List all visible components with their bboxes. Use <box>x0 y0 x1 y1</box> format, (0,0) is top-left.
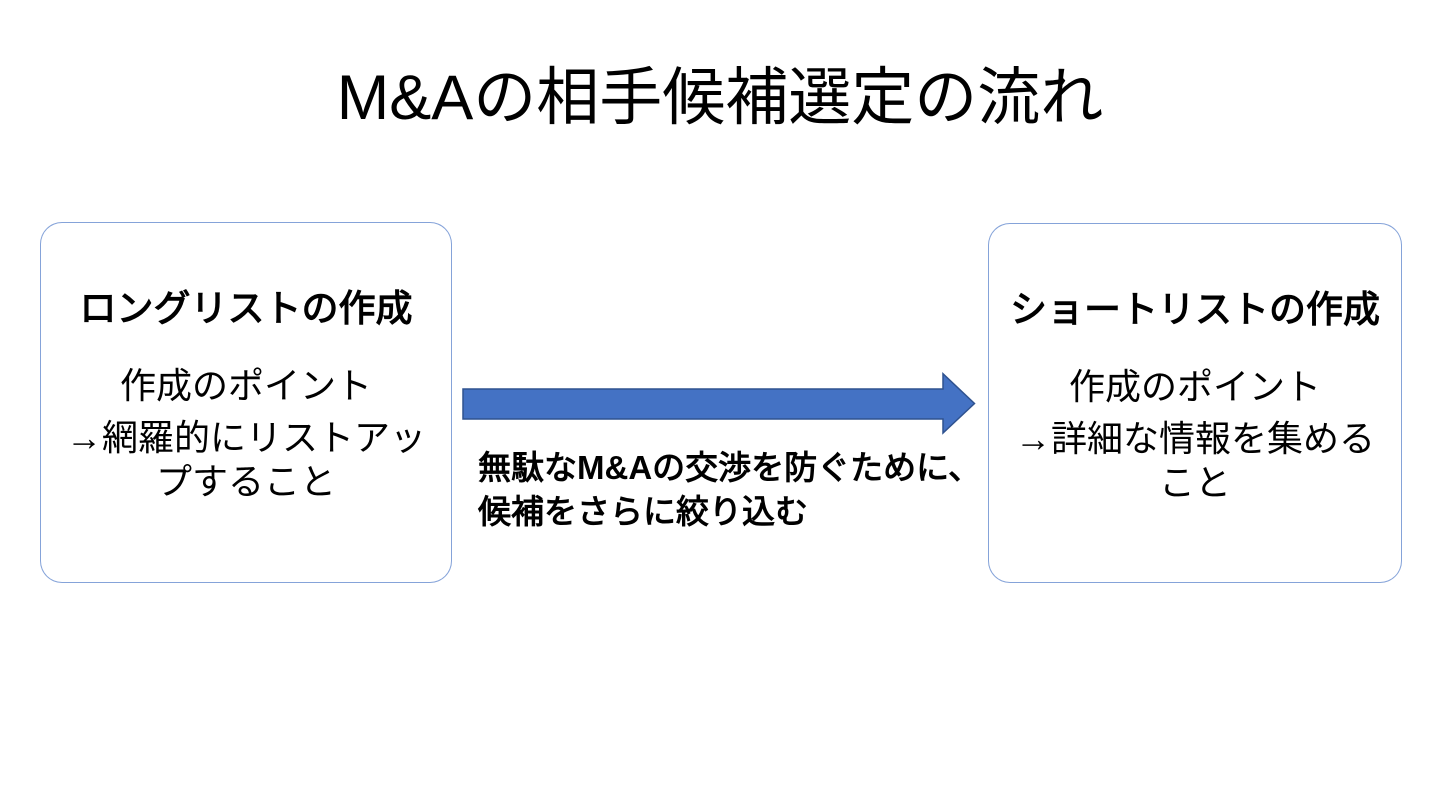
long-list-body: 作成のポイント →網羅的にリストアッ プすること <box>41 364 451 504</box>
long-list-detail-line-1: →網羅的にリストアッ <box>65 417 426 458</box>
arrow-caption-line-1: 無駄なM&Aの交渉を防ぐために、 <box>478 449 982 486</box>
long-list-point-label: 作成のポイント <box>119 365 372 406</box>
arrow-caption: 無駄なM&Aの交渉を防ぐために、 候補をさらに絞り込む <box>478 446 981 534</box>
process-box-long-list: ロングリストの作成 作成のポイント →網羅的にリストアッ プすること <box>40 222 452 583</box>
short-list-point-label: 作成のポイント <box>1068 366 1321 407</box>
long-list-heading: ロングリストの作成 <box>79 288 413 329</box>
short-list-body: 作成のポイント →詳細な情報を集める こと <box>989 365 1401 505</box>
slide-title: M&Aの相手候補選定の流れ <box>336 63 1104 133</box>
process-box-short-list: ショートリストの作成 作成のポイント →詳細な情報を集める こと <box>988 223 1402 583</box>
long-list-detail-line-2: プすること <box>155 461 336 502</box>
right-arrow-shape <box>462 372 976 435</box>
short-list-heading: ショートリストの作成 <box>1010 289 1380 330</box>
short-list-detail-line-1: →詳細な情報を集める <box>1014 418 1375 459</box>
arrow-caption-line-2: 候補をさらに絞り込む <box>478 493 808 530</box>
flow-arrow <box>462 372 976 435</box>
short-list-detail-line-2: こと <box>1158 462 1231 503</box>
